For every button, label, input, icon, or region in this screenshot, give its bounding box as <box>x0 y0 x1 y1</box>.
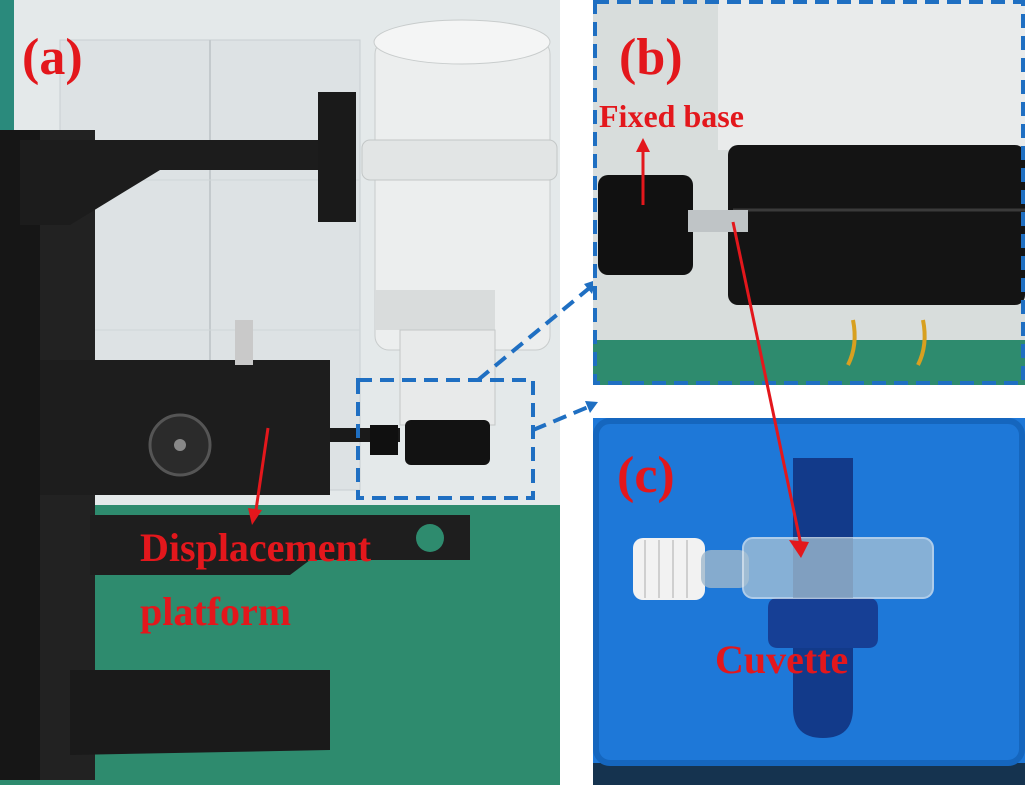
panel-b-illustration <box>593 0 1025 385</box>
panel-a-device-photo: (a) Displacement platform <box>0 0 560 785</box>
displacement-platform-label-line2: platform <box>140 589 292 634</box>
panel-b-fixed-base-photo: (b) Fixed base <box>593 0 1025 385</box>
panel-a-illustration <box>0 0 560 785</box>
panel-c-illustration <box>593 418 1025 785</box>
cuvette-label: Cuvette <box>715 637 849 682</box>
panel-b-label: (b) <box>619 29 683 86</box>
panel-c-cuvette-photo: (c) Cuvette <box>593 418 1025 785</box>
panel-c-label: (c) <box>617 447 675 504</box>
panel-a-label: (a) <box>22 29 83 86</box>
displacement-platform-label-line1: Displacement <box>140 525 372 570</box>
fixed-base-label: Fixed base <box>599 98 744 134</box>
